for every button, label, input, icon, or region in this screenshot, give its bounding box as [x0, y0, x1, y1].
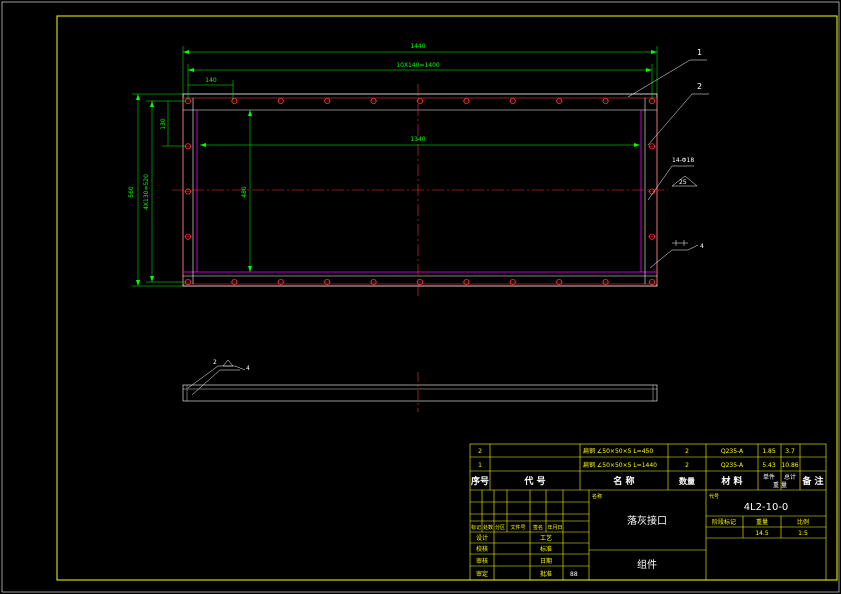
- footer-value: 88: [570, 571, 578, 578]
- rev-h-zone: 分区: [495, 524, 505, 531]
- part-row-2-material: Q235-A: [721, 462, 744, 469]
- sign-ratify: 批准: [540, 570, 552, 578]
- stage-header-stage: 阶段标记: [712, 518, 736, 526]
- tag-code: 代号: [709, 493, 719, 500]
- sign-standard: 标准: [540, 545, 552, 553]
- header-remark: 备 注: [801, 475, 823, 487]
- dim-inner-height: 480: [241, 186, 248, 198]
- leaders: [627, 59, 709, 269]
- header-total: 总计: [784, 473, 796, 481]
- part-row-1-total: 3.7: [785, 448, 795, 455]
- dimensions: [132, 46, 658, 287]
- stage-weight: 14.5: [755, 530, 769, 537]
- section-callout: 2: [213, 359, 217, 366]
- dim-hole-span: 10X140=1400: [396, 62, 440, 69]
- dim-vertical-span: 4X130=520: [143, 174, 150, 210]
- dim-overall-width: 1440: [410, 43, 425, 50]
- stage-scale: 1:5: [798, 530, 808, 537]
- rev-h-sign: 签名: [533, 524, 543, 531]
- stage-header-weight: 重量: [756, 518, 768, 526]
- rev-h-date: 年月日: [547, 524, 562, 531]
- header-material: 材 料: [720, 475, 742, 487]
- callout-holes: 14-Φ18: [672, 157, 694, 164]
- dim-inner-width: 1340: [410, 136, 425, 143]
- header-no: 序号: [471, 475, 489, 487]
- part-name: 落灰接口: [627, 514, 667, 527]
- drawing-number: 4L2-10-0: [744, 502, 789, 513]
- callout-part2: 2: [697, 82, 702, 91]
- dim-first-pitch: 140: [205, 77, 217, 84]
- bolt-holes: [184, 98, 656, 285]
- stage-header-scale: 比例: [797, 518, 809, 526]
- assembly-type: 组件: [637, 558, 657, 571]
- part-row-2-no: 1: [478, 462, 482, 469]
- section-weld-size: 4: [246, 365, 250, 372]
- header-code: 代 号: [523, 475, 545, 487]
- sign-review: 审核: [476, 557, 488, 565]
- header-qty: 数量: [679, 476, 695, 486]
- sign-check: 校核: [476, 545, 488, 553]
- dim-arrows: [136, 50, 657, 286]
- sign-design: 设计: [476, 534, 488, 542]
- rev-h-doc: 文件号: [510, 524, 525, 531]
- tag-name: 名称: [592, 493, 602, 500]
- title-block: [469, 443, 827, 581]
- sign-date: 日期: [540, 557, 552, 565]
- part-row-1-name: 扁钢 ∠50×50×5 L=450: [583, 447, 653, 455]
- dim-vertical-pitch: 130: [160, 118, 167, 130]
- inner-border: [56, 15, 838, 581]
- section-view: [182, 359, 658, 412]
- rev-h-count: 处数: [483, 524, 493, 531]
- callout-sym: 25: [679, 179, 687, 186]
- plan-view: [172, 84, 668, 296]
- header-name: 名 称: [613, 475, 634, 487]
- part-row-1-no: 2: [478, 448, 482, 455]
- callout-part1: 1: [697, 48, 702, 57]
- callout-weld: 4: [700, 243, 704, 250]
- header-weight: 重 量: [773, 481, 787, 489]
- header-unit: 单件: [763, 473, 775, 481]
- part-row-2-total: 10.86: [781, 462, 798, 469]
- dim-overall-height: 560: [128, 186, 135, 198]
- frame-red-outer: [182, 97, 658, 285]
- part-row-1-qty: 2: [685, 448, 689, 455]
- rev-h-mark: 标记: [471, 524, 481, 531]
- part-row-1-unit: 1.85: [762, 448, 776, 455]
- part-row-2-name: 扁钢 ∠50×50×5 L=1440: [583, 461, 657, 469]
- part-row-2-qty: 2: [685, 462, 689, 469]
- sign-approve: 审定: [476, 570, 488, 578]
- part-row-1-material: Q235-A: [721, 448, 744, 455]
- sign-process: 工艺: [540, 534, 552, 542]
- part-row-2-unit: 5.43: [762, 462, 776, 469]
